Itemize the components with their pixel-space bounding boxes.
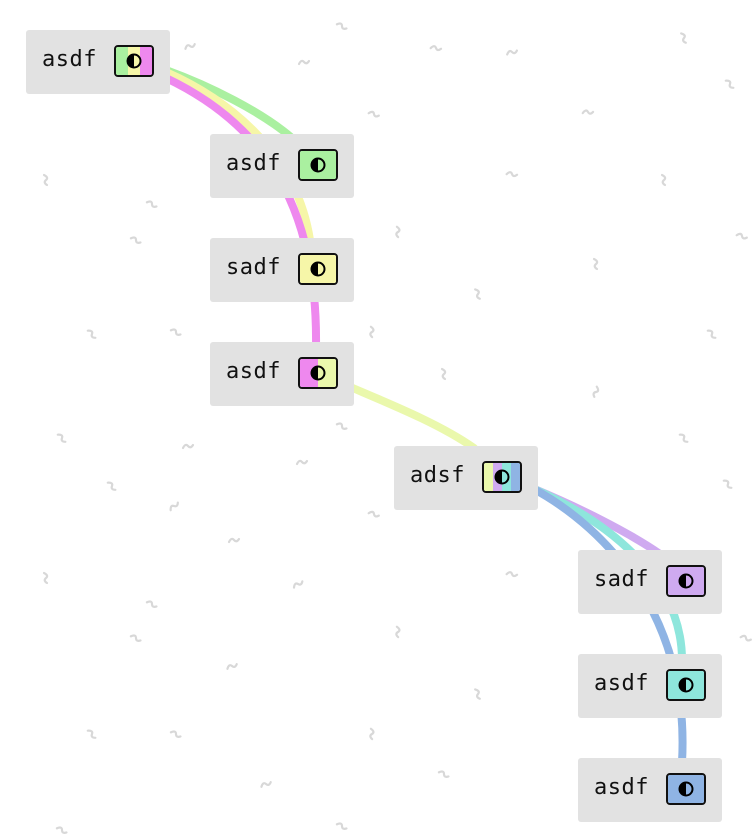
half-circle-icon [678,781,694,797]
node-n4[interactable]: asdf [210,342,354,406]
squiggle-icon [506,49,518,56]
squiggle-icon [429,45,443,52]
squiggle-icon [295,459,309,466]
node-label: sadf [226,255,281,280]
squiggle-icon [335,22,348,30]
chip-color-band [116,47,128,75]
squiggle-icon [474,688,481,700]
chip-color-band [511,463,520,491]
squiggle-icon [56,433,67,443]
squiggle-icon [735,232,748,240]
squiggle-icon [42,173,49,187]
node-label: adsf [410,463,465,488]
half-circle-icon [678,573,694,589]
theme-toggle-button[interactable] [298,357,338,389]
squiggle-icon [145,200,158,208]
squiggle-icon [592,385,600,398]
edge-n4-n5 [344,382,478,452]
squiggle-icon [660,173,667,187]
squiggle-icon [474,288,481,300]
squiggle-icon [169,730,182,738]
squiggle-icon [106,481,117,491]
node-n8[interactable]: asdf [578,758,722,822]
node-n2[interactable]: asdf [210,134,354,198]
half-circle-icon [310,261,326,277]
squiggle-icon [145,600,158,608]
squiggle-icon [335,822,348,830]
squiggle-icon [706,329,717,339]
theme-toggle-button[interactable] [298,253,338,285]
squiggle-icon [335,422,348,430]
squiggle-icon [592,257,599,271]
squiggle-icon [129,634,142,642]
chip-color-band [484,463,493,491]
squiggle-icon [129,236,142,244]
edge-n1-n3 [162,68,314,244]
node-label: asdf [226,359,281,384]
squiggle-icon [181,443,195,450]
squiggle-icon [55,826,68,834]
squiggle-icon [395,625,401,639]
squiggle-icon [184,43,196,50]
node-n7[interactable]: asdf [578,654,722,718]
squiggle-icon [297,59,311,66]
squiggle-icon [169,501,179,512]
node-n1[interactable]: asdf [26,30,170,94]
theme-toggle-button[interactable] [482,461,522,493]
squiggle-icon [505,171,519,178]
squiggle-icon [739,634,752,642]
background-squiggles [42,22,752,834]
node-label: asdf [594,671,649,696]
half-circle-icon [126,53,142,69]
chip-color-band [502,463,511,491]
half-circle-icon [494,469,510,485]
squiggle-icon [42,571,49,585]
node-label: asdf [42,47,97,72]
squiggle-icon [505,571,519,578]
theme-toggle-button[interactable] [666,773,706,805]
theme-toggle-button[interactable] [666,565,706,597]
squiggle-icon [722,479,733,489]
node-n3[interactable]: sadf [210,238,354,302]
node-n5[interactable]: adsf [394,446,538,510]
half-circle-icon [310,365,326,381]
node-label: sadf [594,567,649,592]
squiggle-icon [680,32,687,44]
squiggle-icon [86,729,97,739]
squiggle-icon [581,109,595,115]
chip-color-band [140,47,152,75]
chip-color-band [300,359,318,387]
squiggle-icon [678,433,689,443]
theme-toggle-button[interactable] [114,45,154,77]
squiggle-icon [260,781,272,788]
squiggle-icon [227,537,241,544]
theme-toggle-button[interactable] [298,149,338,181]
squiggle-icon [440,367,447,381]
squiggle-icon [395,225,401,239]
half-circle-icon [678,677,694,693]
half-circle-icon [310,157,326,173]
squiggle-icon [369,325,375,339]
node-label: asdf [226,151,281,176]
squiggle-icon [86,329,97,339]
squiggle-icon [226,663,238,670]
squiggle-icon [724,79,735,89]
squiggle-icon [367,510,380,518]
squiggle-icon [169,328,182,336]
squiggle-icon [437,770,450,778]
squiggle-icon [292,580,304,589]
squiggle-icon [369,727,375,741]
node-n6[interactable]: sadf [578,550,722,614]
chip-color-band [318,359,336,387]
theme-toggle-button[interactable] [666,669,706,701]
squiggle-icon [367,110,380,118]
node-label: asdf [594,775,649,800]
